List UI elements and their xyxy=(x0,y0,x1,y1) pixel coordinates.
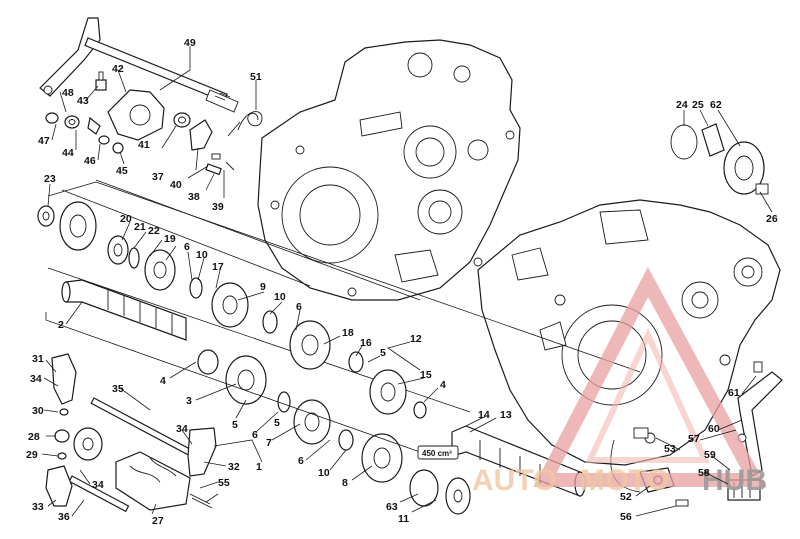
capacity-label: 450 cm³ xyxy=(422,449,452,458)
callout-61: 61 xyxy=(728,387,740,399)
callout-34a: 34 xyxy=(30,373,42,385)
callout-19: 19 xyxy=(164,233,176,245)
capacity-label-group: 450 cm³ xyxy=(417,445,459,460)
gear-shift-lever-assembly xyxy=(39,17,239,113)
selector-plate xyxy=(107,89,165,141)
callout-3: 3 xyxy=(186,395,192,407)
callout-21: 21 xyxy=(134,221,146,233)
callout-10a: 10 xyxy=(196,249,208,261)
callout-2: 2 xyxy=(58,319,64,331)
callout-51: 51 xyxy=(250,71,262,83)
callout-34c: 34 xyxy=(92,479,104,491)
callout-5a: 5 xyxy=(380,347,386,359)
callout-10c: 10 xyxy=(318,467,330,479)
callout-15: 15 xyxy=(420,369,432,381)
callout-6c: 6 xyxy=(252,429,258,441)
callout-24: 24 xyxy=(676,99,688,111)
callout-26: 26 xyxy=(766,213,778,225)
watermark-word-moto: MOTO xyxy=(580,464,669,497)
callout-53: 53 xyxy=(664,443,676,455)
callout-22: 22 xyxy=(148,225,160,237)
callout-45: 45 xyxy=(116,165,128,177)
callout-16: 16 xyxy=(360,337,372,349)
callout-57: 57 xyxy=(688,433,700,445)
callout-42: 42 xyxy=(112,63,124,75)
watermark-logo: AUTO MOTO HUB xyxy=(472,267,767,497)
callout-59: 59 xyxy=(704,449,716,461)
callout-numbers: 49 42 51 48 43 47 44 46 45 41 37 40 38 3… xyxy=(26,37,778,527)
callout-18: 18 xyxy=(342,327,354,339)
callout-34b: 34 xyxy=(176,423,188,435)
mainshaft xyxy=(61,279,187,341)
frame-lines xyxy=(45,179,421,453)
callout-28: 28 xyxy=(28,431,40,443)
callout-leaders xyxy=(41,46,773,517)
callout-35: 35 xyxy=(112,383,124,395)
callout-31: 31 xyxy=(32,353,44,365)
callout-62: 62 xyxy=(710,99,722,111)
callout-46: 46 xyxy=(84,155,96,167)
callout-32: 32 xyxy=(228,461,240,473)
watermark-word-auto: AUTO xyxy=(472,464,556,497)
callout-1: 1 xyxy=(256,461,262,473)
callout-4a: 4 xyxy=(440,379,446,391)
callout-20: 20 xyxy=(120,213,132,225)
callout-60: 60 xyxy=(708,423,720,435)
return-spring xyxy=(227,111,263,137)
callout-49: 49 xyxy=(184,37,196,49)
callout-10b: 10 xyxy=(274,291,286,303)
callout-47: 47 xyxy=(38,135,50,147)
callout-41: 41 xyxy=(138,139,150,151)
callout-30: 30 xyxy=(32,405,44,417)
callout-52: 52 xyxy=(620,491,632,503)
watermark-word-hub: HUB xyxy=(702,464,767,497)
callout-29: 29 xyxy=(26,449,38,461)
callout-27: 27 xyxy=(152,515,164,527)
selector-mechanism xyxy=(45,353,217,513)
callout-58: 58 xyxy=(698,467,710,479)
callout-5b: 5 xyxy=(232,419,238,431)
callout-44: 44 xyxy=(62,147,74,159)
callout-63: 63 xyxy=(386,501,398,513)
callout-23: 23 xyxy=(44,173,56,185)
callout-12: 12 xyxy=(410,333,422,345)
callout-6a: 6 xyxy=(184,241,190,253)
callout-33: 33 xyxy=(32,501,44,513)
callout-56: 56 xyxy=(620,511,632,523)
callout-38: 38 xyxy=(188,191,200,203)
callout-37: 37 xyxy=(152,171,164,183)
callout-11: 11 xyxy=(398,513,409,525)
callout-17: 17 xyxy=(212,261,224,273)
callout-13: 13 xyxy=(500,409,512,421)
callout-6d: 6 xyxy=(298,455,304,467)
callout-6b: 6 xyxy=(296,301,302,313)
callout-55: 55 xyxy=(218,477,230,489)
callout-36: 36 xyxy=(58,511,70,523)
callout-14: 14 xyxy=(478,409,490,421)
callout-9: 9 xyxy=(260,281,266,293)
callout-8: 8 xyxy=(342,477,348,489)
callout-39: 39 xyxy=(212,201,224,213)
idler-gear-group xyxy=(670,123,769,195)
crankcase-upper-half xyxy=(257,39,521,301)
small-fasteners xyxy=(45,71,235,176)
callout-25: 25 xyxy=(692,99,704,111)
callout-43: 43 xyxy=(77,95,89,107)
callout-48: 48 xyxy=(62,87,74,99)
callout-7: 7 xyxy=(266,437,272,449)
callout-40: 40 xyxy=(170,179,182,191)
callout-4b: 4 xyxy=(160,375,166,387)
gear-cluster-upper xyxy=(37,181,641,419)
callout-5c: 5 xyxy=(274,417,280,429)
